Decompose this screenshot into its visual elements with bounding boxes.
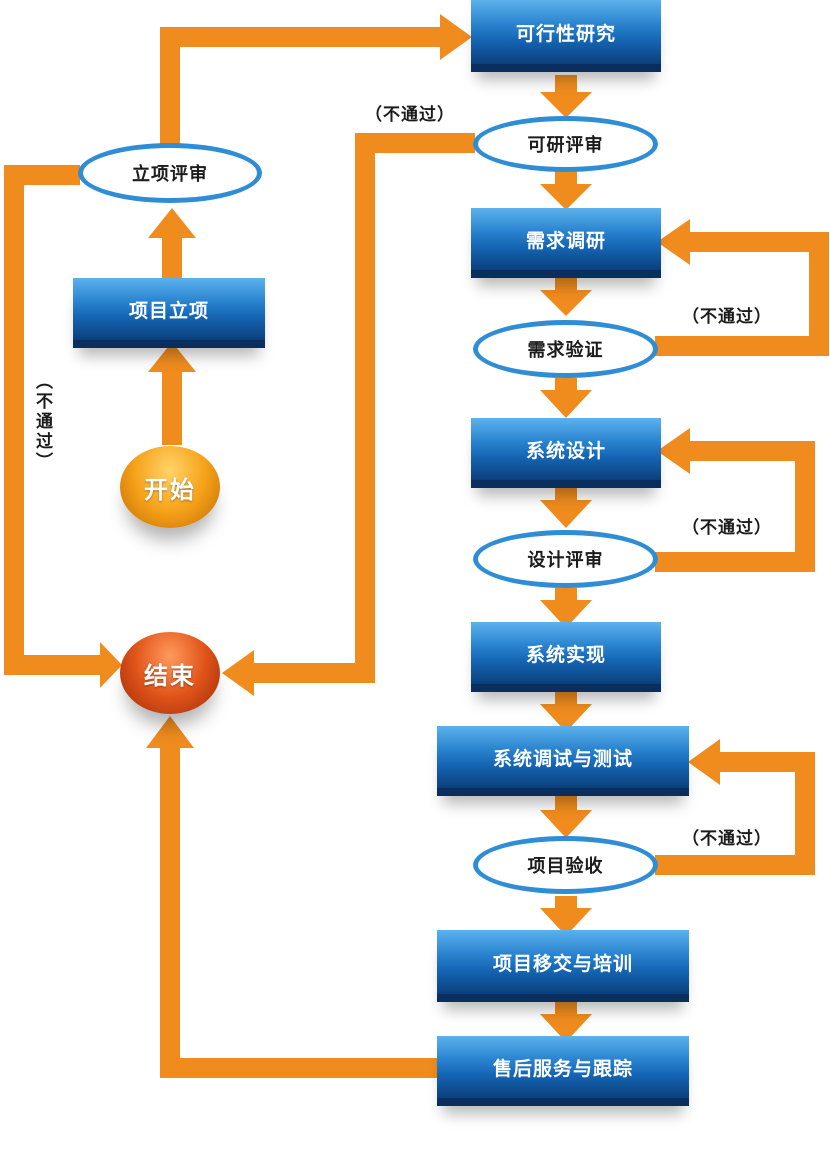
arrow-implementation-to-test xyxy=(540,692,592,732)
requirements-research-box[interactable]: 需求调研 xyxy=(471,208,661,278)
arrow-designreview-to-implementation xyxy=(540,588,592,628)
fail-label-acceptance: （不通过） xyxy=(682,829,772,849)
end-node[interactable]: 结束 xyxy=(120,632,220,714)
arrow-feasibility-to-review xyxy=(540,75,592,118)
arrow-validation-to-design xyxy=(540,378,592,418)
arrow-review-to-feasibility xyxy=(160,14,472,147)
handover-training-box[interactable]: 项目移交与培训 xyxy=(437,930,689,1002)
project-initiation-box[interactable]: 项目立项 xyxy=(73,278,265,348)
requirements-research-label: 需求调研 xyxy=(525,229,606,252)
feasibility-study-box[interactable]: 可行性研究 xyxy=(471,0,661,72)
feasibility-review-label: 可研评审 xyxy=(527,135,604,156)
project-acceptance-oval[interactable]: 项目验收 xyxy=(473,836,658,894)
system-implementation-box[interactable]: 系统实现 xyxy=(471,622,661,692)
arrow-review-to-requirements xyxy=(540,170,592,210)
arrow-initiation-to-review xyxy=(148,208,196,278)
system-implementation-label: 系统实现 xyxy=(525,643,606,666)
feasibility-review-oval[interactable]: 可研评审 xyxy=(473,116,658,172)
after-sales-label: 售后服务与跟踪 xyxy=(492,1057,633,1080)
project-acceptance-label: 项目验收 xyxy=(527,856,604,877)
arrow-acceptance-fail-loop xyxy=(655,739,815,875)
project-initiation-label: 项目立项 xyxy=(128,299,209,322)
handover-training-label: 项目移交与培训 xyxy=(492,952,633,975)
fail-label-feasibility: （不通过） xyxy=(365,105,455,125)
arrow-start-to-initiation xyxy=(148,342,196,445)
system-debug-test-label: 系统调试与测试 xyxy=(492,747,633,770)
arrow-feasibility-fail-to-end xyxy=(222,133,475,696)
arrow-design-to-review xyxy=(540,488,592,528)
arrow-handover-to-aftersales xyxy=(540,1002,592,1042)
feasibility-study-label: 可行性研究 xyxy=(515,22,616,45)
arrow-requirements-to-validation xyxy=(540,278,592,316)
arrow-design-fail-loop xyxy=(655,428,815,572)
system-design-box[interactable]: 系统设计 xyxy=(471,418,661,488)
initiation-review-label: 立项评审 xyxy=(132,164,208,185)
start-label: 开始 xyxy=(144,475,196,504)
initiation-review-oval[interactable]: 立项评审 xyxy=(78,143,262,203)
fail-label-design: （不通过） xyxy=(682,518,772,538)
fail-label-requirements: （不通过） xyxy=(682,307,772,327)
arrow-initiation-fail-to-end xyxy=(4,165,122,688)
design-review-oval[interactable]: 设计评审 xyxy=(473,530,658,588)
system-debug-test-box[interactable]: 系统调试与测试 xyxy=(437,726,689,796)
end-label: 结束 xyxy=(144,661,196,690)
arrow-test-to-acceptance xyxy=(540,796,592,838)
arrow-acceptance-to-handover xyxy=(540,896,592,936)
after-sales-box[interactable]: 售后服务与跟踪 xyxy=(437,1036,689,1106)
requirements-validation-label: 需求验证 xyxy=(527,340,604,361)
fail-label-left: （不通过） xyxy=(32,372,52,472)
arrow-requirements-fail-loop xyxy=(655,219,829,356)
arrow-aftersales-to-end xyxy=(146,716,440,1078)
requirements-validation-oval[interactable]: 需求验证 xyxy=(473,320,658,378)
system-design-label: 系统设计 xyxy=(525,439,606,462)
start-node[interactable]: 开始 xyxy=(120,446,220,528)
design-review-label: 设计评审 xyxy=(527,550,604,571)
